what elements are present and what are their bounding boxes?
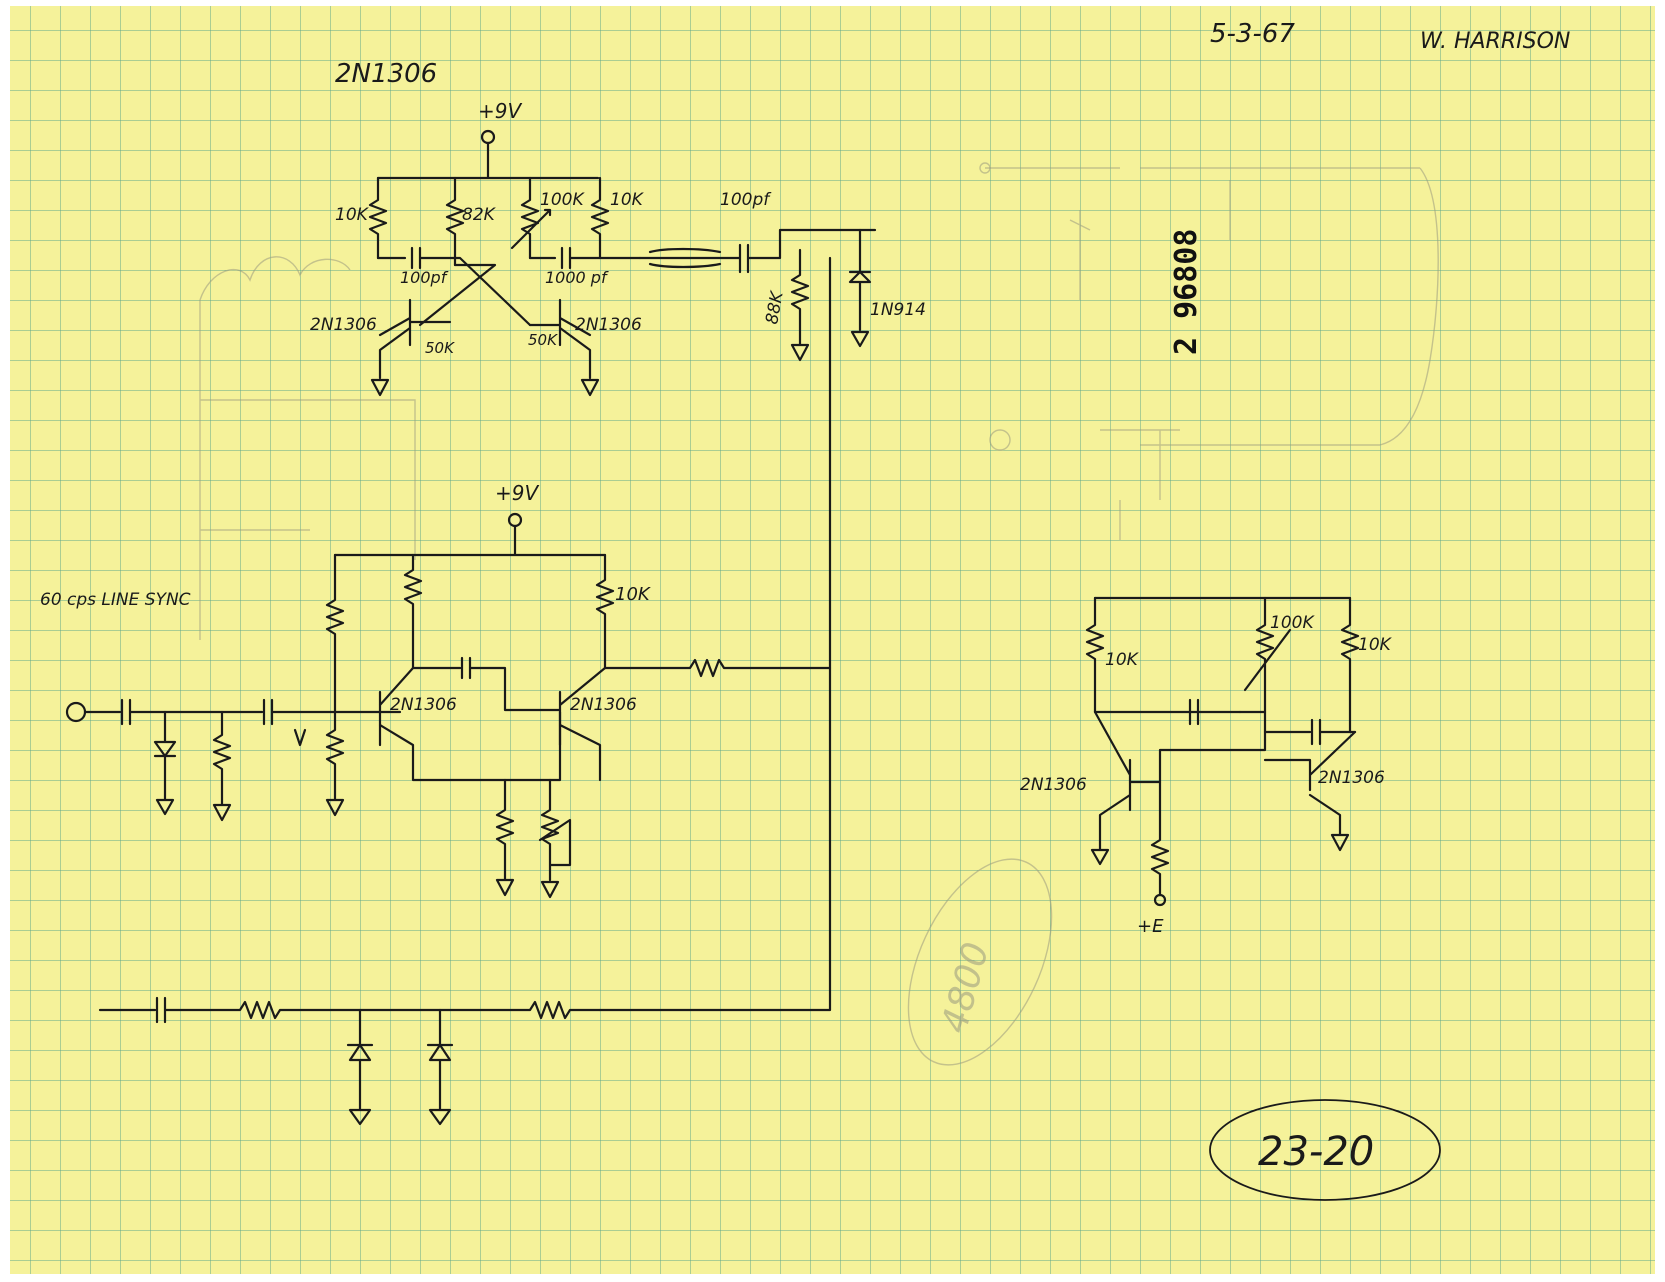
schematic-stroke <box>985 167 1439 540</box>
schematic-stroke <box>558 666 607 782</box>
schematic-stroke <box>603 658 832 678</box>
component-label: 1000 pf <box>545 268 609 287</box>
schematic-stroke <box>153 710 177 816</box>
schematic-stroke <box>1158 730 1357 852</box>
top-part-label: 2N1306 <box>335 59 437 89</box>
pot-100k <box>510 176 552 260</box>
schematic-stroke <box>98 996 602 1024</box>
output-filter-circuit <box>98 996 602 1126</box>
sync-stage-circuit: 60 cps LINE SYNC +9V 10K 2N1306 2N1306 <box>40 481 832 899</box>
component-label: 50K <box>425 339 455 357</box>
schematic-stroke <box>1085 596 1242 714</box>
schematic-stroke <box>1128 780 1170 897</box>
diode-1n914 <box>848 228 872 348</box>
schematic-stroke <box>495 778 515 897</box>
schematic-stroke <box>1243 596 1292 742</box>
schematic-stroke <box>376 246 642 327</box>
schematic-stroke <box>638 228 877 274</box>
sheet-id-oval <box>1209 1099 1441 1201</box>
resistor-10k-right <box>590 176 610 260</box>
component-label: 10K <box>1358 635 1393 655</box>
pencil-oval <box>907 858 1053 1066</box>
schematic-stroke <box>403 553 423 670</box>
resistor-10k-left <box>368 176 388 260</box>
schematic-stroke <box>370 378 600 397</box>
component-label: +E <box>1137 916 1164 937</box>
schematic-stroke <box>83 698 402 726</box>
schematic-stroke <box>1153 893 1167 907</box>
component-label: 2N1306 <box>310 315 377 335</box>
schematic-stroke <box>989 429 1011 451</box>
component-label: +9V <box>495 481 539 505</box>
schematic-stroke <box>293 728 307 747</box>
schematic-stroke <box>325 553 345 817</box>
schematic-stroke <box>1188 698 1357 746</box>
component-label: 100pf <box>720 190 772 210</box>
sheet-id-label: 23-20 <box>1258 1129 1374 1175</box>
schematic-stroke <box>408 320 562 327</box>
schematic-stroke <box>1069 180 1231 300</box>
schematic-stroke <box>1090 710 1132 866</box>
component-label: 2N1306 <box>575 315 642 335</box>
schematic-stroke <box>212 710 232 822</box>
component-label: 10K <box>610 190 645 210</box>
schematic-stroke <box>376 141 600 180</box>
sync-input-label: 60 cps LINE SYNC <box>40 590 191 610</box>
author-label: W. HARRISON <box>1420 29 1570 54</box>
component-label: 50K <box>528 331 558 349</box>
resistor-10k-load <box>595 553 615 670</box>
schematic-stroke <box>1340 596 1360 734</box>
schematic-stroke <box>538 778 572 899</box>
component-label: 2N1306 <box>1020 775 1087 795</box>
component-label: +9V <box>478 99 522 123</box>
schematic-stroke <box>598 256 832 1012</box>
schematic-stroke <box>979 162 991 174</box>
stamp-number: 2 96808 <box>1169 229 1204 355</box>
schematic-stroke <box>199 256 416 640</box>
paper-grid <box>10 6 1655 1274</box>
transistor-right <box>558 298 592 380</box>
component-label: 100K <box>1270 613 1315 633</box>
component-label: 100K <box>540 190 585 210</box>
resistor-88k <box>790 248 810 362</box>
schematic-stroke <box>418 263 497 327</box>
schematic-stroke <box>346 1008 374 1126</box>
schematic-stroke <box>426 1008 454 1126</box>
right-multivibrator-circuit: 10K 100K 10K 2N1306 2N1306 +E <box>1020 596 1393 937</box>
schematic-stroke <box>333 524 607 557</box>
component-label: 10K <box>1105 650 1140 670</box>
date-label: 5-3-67 <box>1210 19 1295 49</box>
component-label: 2N1306 <box>1318 768 1385 788</box>
component-label: 10K <box>615 584 651 605</box>
component-label: 2N1306 <box>570 695 637 715</box>
component-label: 82K <box>462 205 497 225</box>
component-label: 100pf <box>400 268 449 287</box>
component-label: 2N1306 <box>390 695 457 715</box>
resistor-82k <box>445 176 465 267</box>
component-label: 1N914 <box>870 300 926 320</box>
schematic-stroke <box>378 656 562 782</box>
component-label: 10K <box>335 205 370 225</box>
pencil-sketch-left <box>199 256 416 640</box>
